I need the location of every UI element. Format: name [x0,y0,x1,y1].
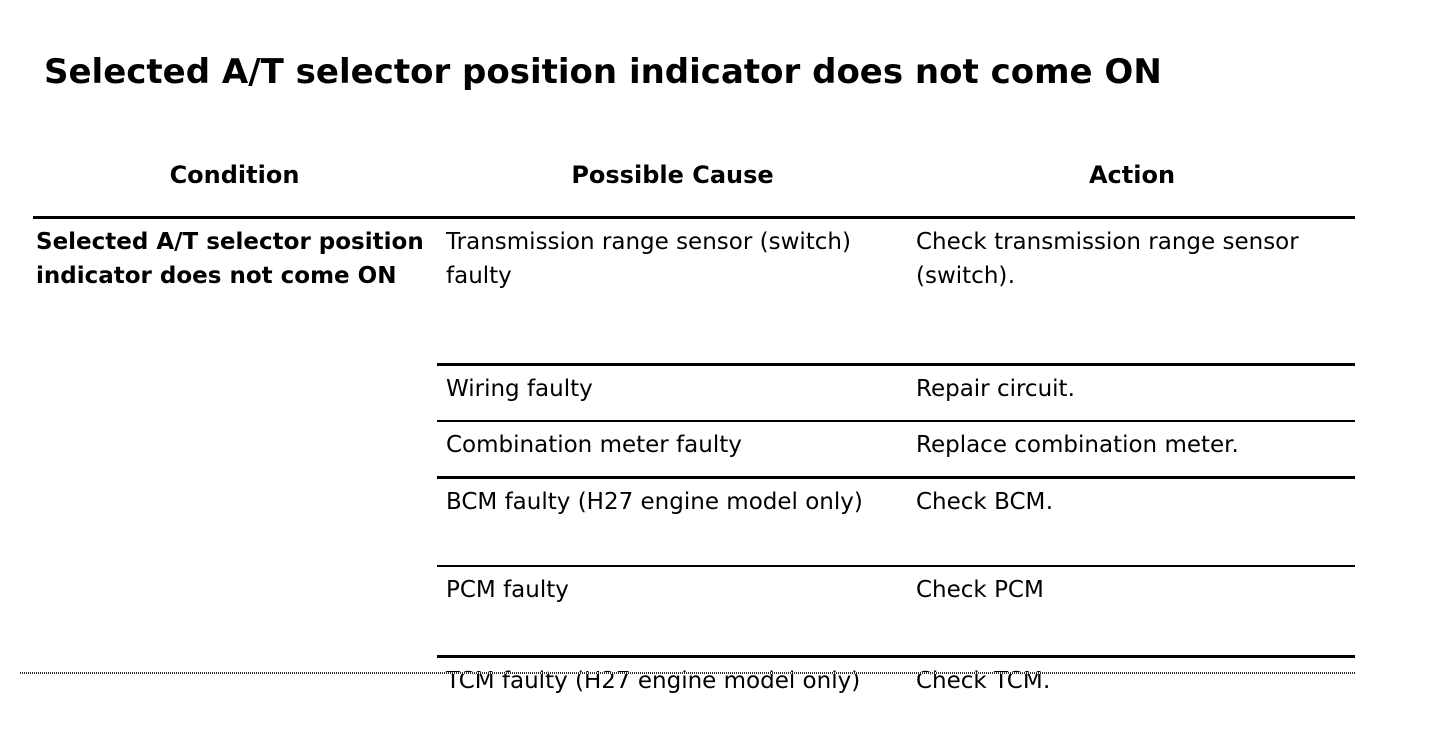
cell-action-text: Check transmission range sensor (switch) [916,229,1299,289]
cell-possible-cause: Combination meter faulty [437,421,908,478]
cell-action: Check TCM. [908,657,1355,742]
footer-divider [20,672,1355,674]
cell-action-period: . [1007,259,1015,293]
cell-action: Repair circuit. [908,365,1355,422]
cell-action: Check BCM. [908,478,1355,567]
column-header-action: Action [908,160,1355,218]
cell-action-text: Check BCM [916,489,1045,515]
cell-action: Replace combination meter. [908,421,1355,478]
cell-possible-cause: Wiring faulty [437,365,908,422]
cell-action-period: . [1045,485,1053,519]
page-title: Selected A/T selector position indicator… [44,47,1344,97]
cell-action-text: Replace combination meter. [916,432,1239,458]
cell-action-text: Check PCM [916,577,1044,603]
table-header: Condition Possible Cause Action [33,160,1355,218]
cell-possible-cause: TCM faulty (H27 engine model only) [437,657,908,742]
cell-possible-cause: BCM faulty (H27 engine model only) [437,478,908,567]
cell-possible-cause: Transmission range sensor (switch) fault… [437,218,908,365]
column-header-condition: Condition [33,160,437,218]
cell-action: Check PCM [908,566,1355,657]
cell-action: Check transmission range sensor (switch)… [908,218,1355,365]
cell-possible-cause: PCM faulty [437,566,908,657]
table-header-row: Condition Possible Cause Action [33,160,1355,218]
column-header-possible-cause: Possible Cause [437,160,908,218]
cell-action-text: Repair circuit. [916,376,1075,402]
table-body: Selected A/T selector position indicator… [33,218,1355,742]
table-row: Selected A/T selector position indicator… [33,218,1355,365]
cell-condition: Selected A/T selector position indicator… [33,218,437,742]
cell-action-period: . [1043,664,1051,698]
diagnostic-table: Condition Possible Cause Action Selected… [33,160,1355,742]
